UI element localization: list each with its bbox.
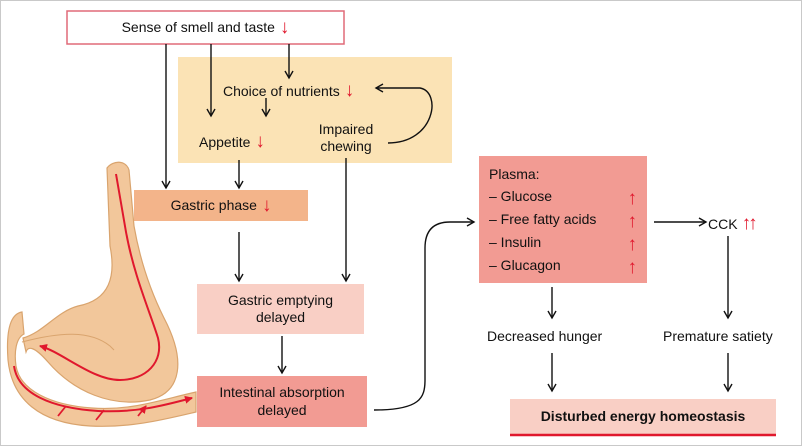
smell-taste-label: Sense of smell and taste [67,11,344,44]
stomach-illustration [6,161,197,427]
disturbed-energy-label: Disturbed energy homeostasis [540,408,746,425]
disturbed-energy-box [510,399,776,435]
appetite-label: Appetite [199,131,265,154]
cck-label: CCK [708,213,755,236]
plasma-item-insulin: – Insulin [489,234,637,257]
intestinal-absorption-box [197,376,367,427]
gastric-emptying-box [197,284,364,334]
intestinal-absorption-label: Intestinal absorption delayed [219,384,345,418]
premature-satiety-label: Premature satiety [663,328,773,344]
plasma-item-free-fatty-acids: – Free fatty acids [489,211,637,234]
impaired-chewing-label: Impaired chewing [318,121,374,154]
choice-nutrients-label: Choice of nutrients [223,80,354,103]
gastric-phase-label: Gastric phase [134,190,308,221]
plasma-item-glucagon: – Glucagon [489,257,637,280]
plasma-title: Plasma: [489,166,540,182]
flow-arrows [161,44,733,411]
gastric-emptying-label: Gastric emptying delayed [227,291,334,326]
decreased-hunger-label: Decreased hunger [487,328,603,344]
plasma-item-glucose: – Glucose [489,188,637,211]
